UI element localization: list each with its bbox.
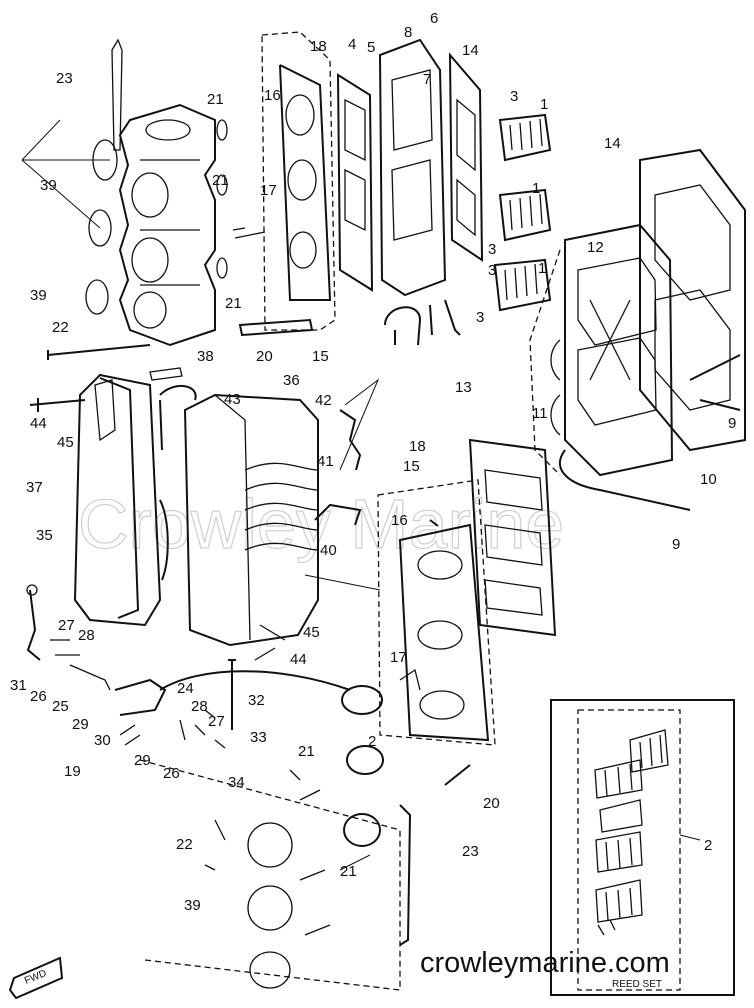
fwd-arrow: FWD (8, 956, 64, 1000)
callout-17-45: 17 (390, 649, 407, 666)
crankcase-block (529, 148, 746, 511)
callout-23-0: 23 (56, 70, 73, 87)
exhaust-cover (29, 373, 197, 627)
reed-set-inset: REED SET (550, 699, 735, 996)
callout-45-35: 45 (57, 434, 74, 451)
callout-27-48: 27 (58, 617, 75, 634)
lower-intake-manifold (377, 438, 557, 786)
fwd-label: FWD (23, 968, 48, 987)
callout-26-62: 26 (163, 765, 180, 782)
callout-25-52: 25 (52, 698, 69, 715)
callout-21-5: 21 (225, 295, 242, 312)
reed-valve-assemblies (384, 113, 552, 346)
callout-8-13: 8 (404, 24, 412, 41)
callout-12-24: 12 (587, 239, 604, 256)
callout-13-25: 13 (455, 379, 472, 396)
callout-5-11: 5 (367, 39, 375, 56)
callout-44-34: 44 (30, 415, 47, 432)
callout-41-32: 41 (317, 453, 334, 470)
callout-21-68: 21 (340, 863, 357, 880)
callout-16-44: 16 (391, 512, 408, 529)
callout-31-50: 31 (10, 677, 27, 694)
callout-21-1: 21 (207, 91, 224, 108)
callout-44-47: 44 (290, 651, 307, 668)
callout-10-40: 10 (700, 471, 717, 488)
callout-27-57: 27 (208, 713, 225, 730)
callout-23-69: 23 (462, 843, 479, 860)
callout-45-46: 45 (303, 624, 320, 641)
callout-3-19: 3 (488, 241, 496, 258)
carburetor-stack-bottom (139, 685, 412, 991)
callout-3-21: 3 (476, 309, 484, 326)
callout-21-3: 21 (212, 172, 229, 189)
callout-24-53: 24 (177, 680, 194, 697)
callout-9-39: 9 (728, 415, 736, 432)
callout-15-27: 15 (312, 348, 329, 365)
intake-manifold-plate (232, 31, 484, 337)
callout-11-38: 11 (532, 405, 548, 422)
callout-28-49: 28 (78, 627, 95, 644)
callout-1-18: 1 (532, 180, 540, 197)
callout-2-71: 2 (704, 837, 712, 854)
callout-39-70: 39 (184, 897, 201, 914)
callout-17-8: 17 (260, 182, 277, 199)
exhaust-water-jacket (183, 378, 381, 647)
callout-22-6: 22 (52, 319, 69, 336)
callout-21-64: 21 (298, 743, 315, 760)
callout-28-56: 28 (191, 698, 208, 715)
website-label: crowleymarine.com (420, 947, 670, 979)
reed-set-frame (550, 699, 735, 996)
reed-set-label: REED SET (612, 979, 662, 990)
callout-22-67: 22 (176, 836, 193, 853)
callout-36-30: 36 (283, 372, 300, 389)
callout-32-54: 32 (248, 692, 265, 709)
callout-1-22: 1 (538, 260, 546, 277)
carburetor-stack-top (21, 38, 228, 381)
callout-39-2: 39 (40, 177, 57, 194)
callout-6-12: 6 (430, 10, 438, 27)
callout-43-29: 43 (224, 391, 241, 408)
callout-7-14: 7 (423, 71, 431, 88)
callout-20-66: 20 (483, 795, 500, 812)
callout-20-26: 20 (256, 348, 273, 365)
callout-30-58: 30 (94, 732, 111, 749)
linkage-parts (26, 584, 351, 749)
callout-3-16: 3 (510, 88, 518, 105)
callout-26-51: 26 (30, 688, 47, 705)
callout-40-33: 40 (320, 542, 337, 559)
callout-15-43: 15 (403, 458, 420, 475)
callout-33-59: 33 (250, 729, 267, 746)
callout-19-61: 19 (64, 763, 81, 780)
callout-35-37: 35 (36, 527, 53, 544)
callout-34-63: 34 (228, 774, 245, 791)
callout-42-31: 42 (315, 392, 332, 409)
callout-18-42: 18 (409, 438, 426, 455)
callout-37-36: 37 (26, 479, 43, 496)
callout-14-23: 14 (604, 135, 621, 152)
callout-39-4: 39 (30, 287, 47, 304)
callout-2-65: 2 (368, 733, 376, 750)
callout-14-15: 14 (462, 42, 479, 59)
callout-4-10: 4 (348, 36, 356, 53)
callout-3-20: 3 (488, 262, 496, 279)
callout-18-9: 18 (310, 38, 327, 55)
callout-1-17: 1 (540, 96, 548, 113)
callout-38-28: 38 (197, 348, 214, 365)
callout-9-41: 9 (672, 536, 680, 553)
callout-29-60: 29 (134, 752, 151, 769)
callout-16-7: 16 (264, 87, 281, 104)
callout-29-55: 29 (72, 716, 89, 733)
